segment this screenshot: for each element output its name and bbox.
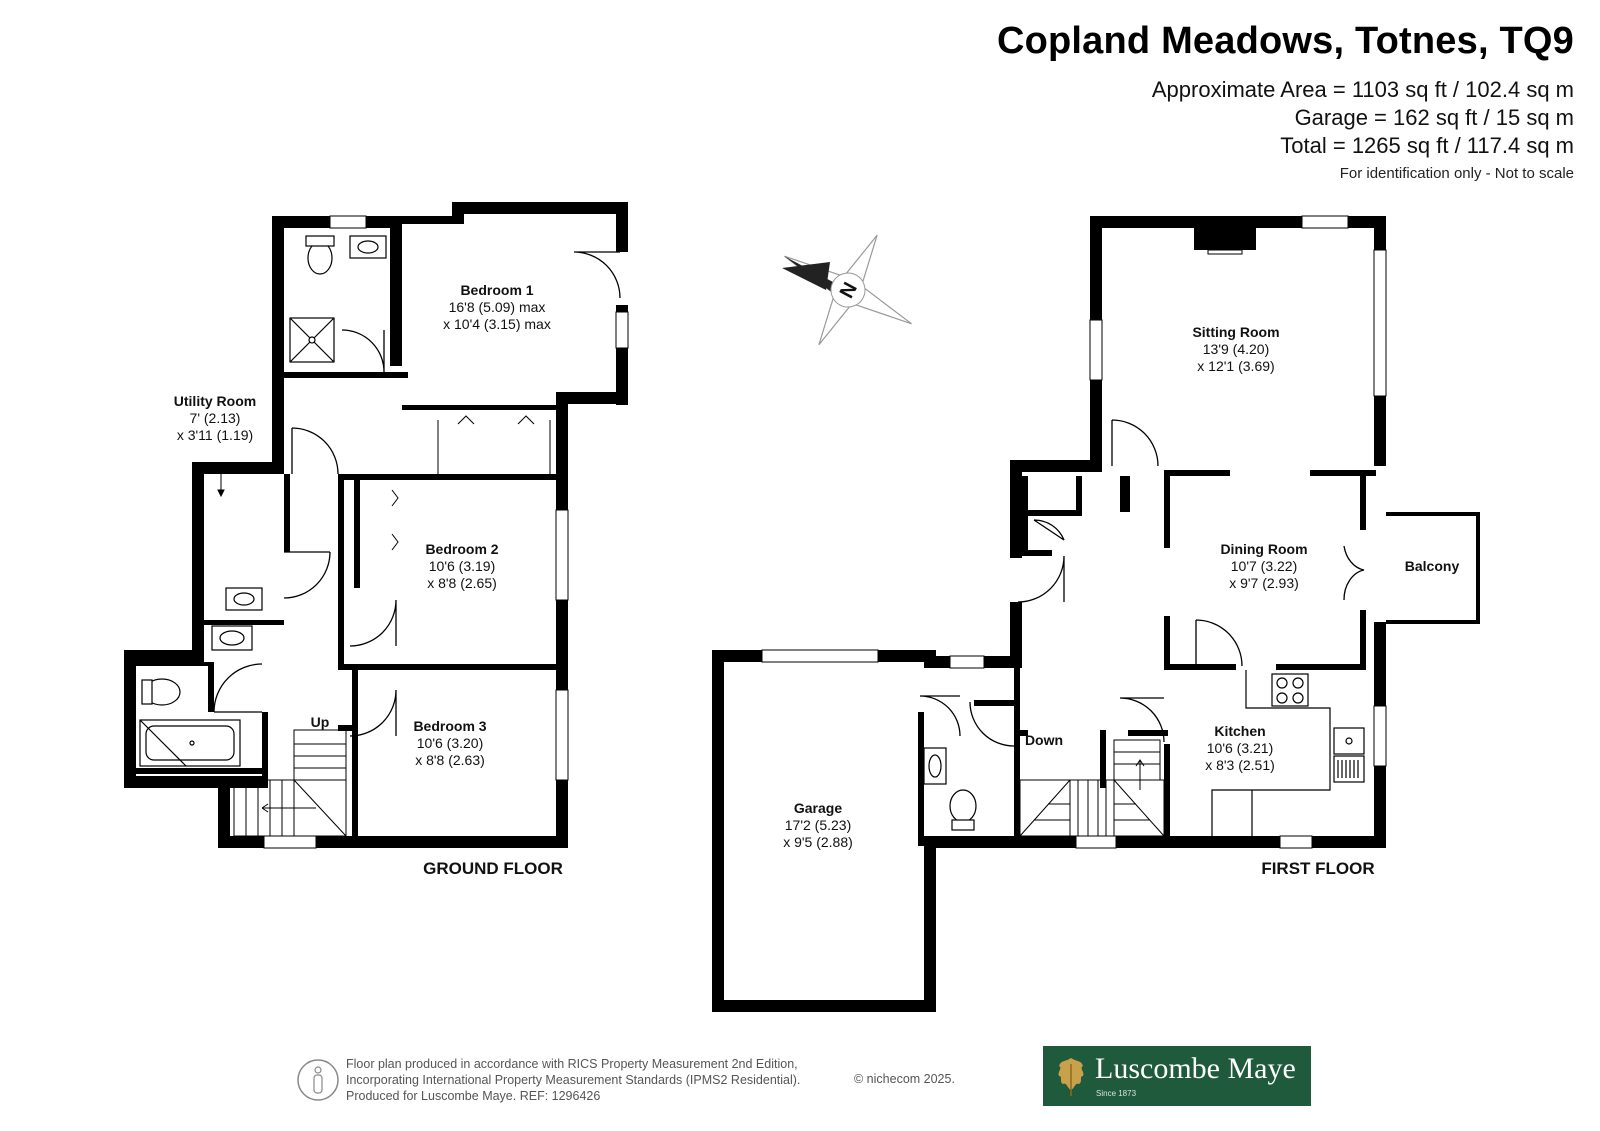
fireplace-hearth xyxy=(1207,249,1243,255)
first-floor-windows xyxy=(761,215,1387,849)
compass-north-arrow xyxy=(782,262,830,290)
ground-floor-stairs xyxy=(233,729,347,837)
footer-line-3: Produced for Luscombe Maye. REF: 1296426 xyxy=(346,1089,601,1103)
property-title: Copland Meadows, Totnes, TQ9 xyxy=(996,20,1574,62)
approx-area-text: Approximate Area = 1103 sq ft / 102.4 sq… xyxy=(1151,77,1574,102)
room-dim2-dining: x 9'7 (2.93) xyxy=(1229,575,1299,591)
room-name-utility: Utility Room xyxy=(174,393,256,409)
room-name-kitchen: Kitchen xyxy=(1214,723,1265,739)
room-dim2-bedroom2: x 8'8 (2.65) xyxy=(427,575,497,591)
first-floor-label: FIRST FLOOR xyxy=(1261,859,1374,878)
agent-logo-since: Since 1873 xyxy=(1096,1089,1137,1098)
room-dim1-bedroom3: 10'6 (3.20) xyxy=(417,735,484,751)
ground-floor-windows xyxy=(263,215,629,849)
ground-stairs-label: Up xyxy=(311,714,330,730)
ground-floor-door-swings xyxy=(213,251,621,737)
first-floor-wc-fixtures xyxy=(923,747,977,831)
room-dim2-garage: x 9'5 (2.88) xyxy=(783,834,853,850)
ground-floor-door-openings xyxy=(616,252,628,305)
ground-floor-interior-walls xyxy=(136,372,560,846)
agent-logo-name: Luscombe Maye xyxy=(1095,1052,1296,1085)
utility-and-wc-fixtures xyxy=(139,587,263,767)
ensuite-fixtures xyxy=(289,235,387,363)
chimney-breast xyxy=(1194,228,1256,250)
room-dim1-bedroom1: 16'8 (5.09) max xyxy=(449,299,546,315)
room-dim1-dining: 10'7 (3.22) xyxy=(1231,558,1298,574)
room-dim2-sitting: x 12'1 (3.69) xyxy=(1197,358,1274,374)
measurement-standard-icon xyxy=(297,1059,339,1101)
room-dim2-utility: x 3'11 (1.19) xyxy=(177,427,253,443)
oak-leaf-icon xyxy=(1058,1058,1084,1096)
room-name-balcony: Balcony xyxy=(1405,558,1460,574)
ground-floor-plan xyxy=(124,202,629,849)
room-name-dining: Dining Room xyxy=(1220,541,1307,557)
agent-logo: Luscombe Maye Since 1873 xyxy=(1043,1046,1311,1106)
room-dim1-bedroom2: 10'6 (3.19) xyxy=(429,558,496,574)
room-name-garage: Garage xyxy=(794,800,842,816)
footer-notes: Floor plan produced in accordance with R… xyxy=(346,1056,800,1104)
wardrobe-doors xyxy=(391,415,551,551)
kitchen-fixtures xyxy=(1211,670,1365,840)
room-name-sitting: Sitting Room xyxy=(1192,324,1279,340)
footer-line-2: Incorporating International Property Mea… xyxy=(346,1073,801,1087)
room-dim1-utility: 7' (2.13) xyxy=(190,410,241,426)
room-dim1-garage: 17'2 (5.23) xyxy=(785,817,852,833)
utility-room-pointer xyxy=(217,474,225,498)
room-dim1-sitting: 13'9 (4.20) xyxy=(1203,341,1270,357)
room-dim2-bedroom3: x 8'8 (2.63) xyxy=(415,752,485,768)
ground-floor-label: GROUND FLOOR xyxy=(423,859,563,878)
room-name-bedroom2: Bedroom 2 xyxy=(425,541,498,557)
footer-line-1: Floor plan produced in accordance with R… xyxy=(346,1057,798,1071)
room-dim2-bedroom1: x 10'4 (3.15) max xyxy=(443,316,551,332)
identification-note: For identification only - Not to scale xyxy=(1339,165,1574,182)
room-dim1-kitchen: 10'6 (3.21) xyxy=(1207,740,1274,756)
room-dim2-kitchen: x 8'3 (2.51) xyxy=(1205,757,1275,773)
footer-copyright: © nichecom 2025. xyxy=(854,1072,955,1086)
first-floor-stairs xyxy=(1019,739,1165,837)
room-name-bedroom1: Bedroom 1 xyxy=(460,282,533,298)
room-name-bedroom3: Bedroom 3 xyxy=(413,718,486,734)
first-floor-exterior-walls xyxy=(712,216,1386,1012)
first-floor-door-swings xyxy=(919,419,1365,747)
balcony-walls xyxy=(1378,512,1480,624)
garage-area-text: Garage = 162 sq ft / 15 sq m xyxy=(1294,105,1574,130)
first-floor-interior-walls xyxy=(918,470,1376,846)
first-stairs-label: Down xyxy=(1025,732,1063,748)
first-floor-plan xyxy=(712,215,1480,1012)
total-area-text: Total = 1265 sq ft / 117.4 sq m xyxy=(1280,133,1574,158)
